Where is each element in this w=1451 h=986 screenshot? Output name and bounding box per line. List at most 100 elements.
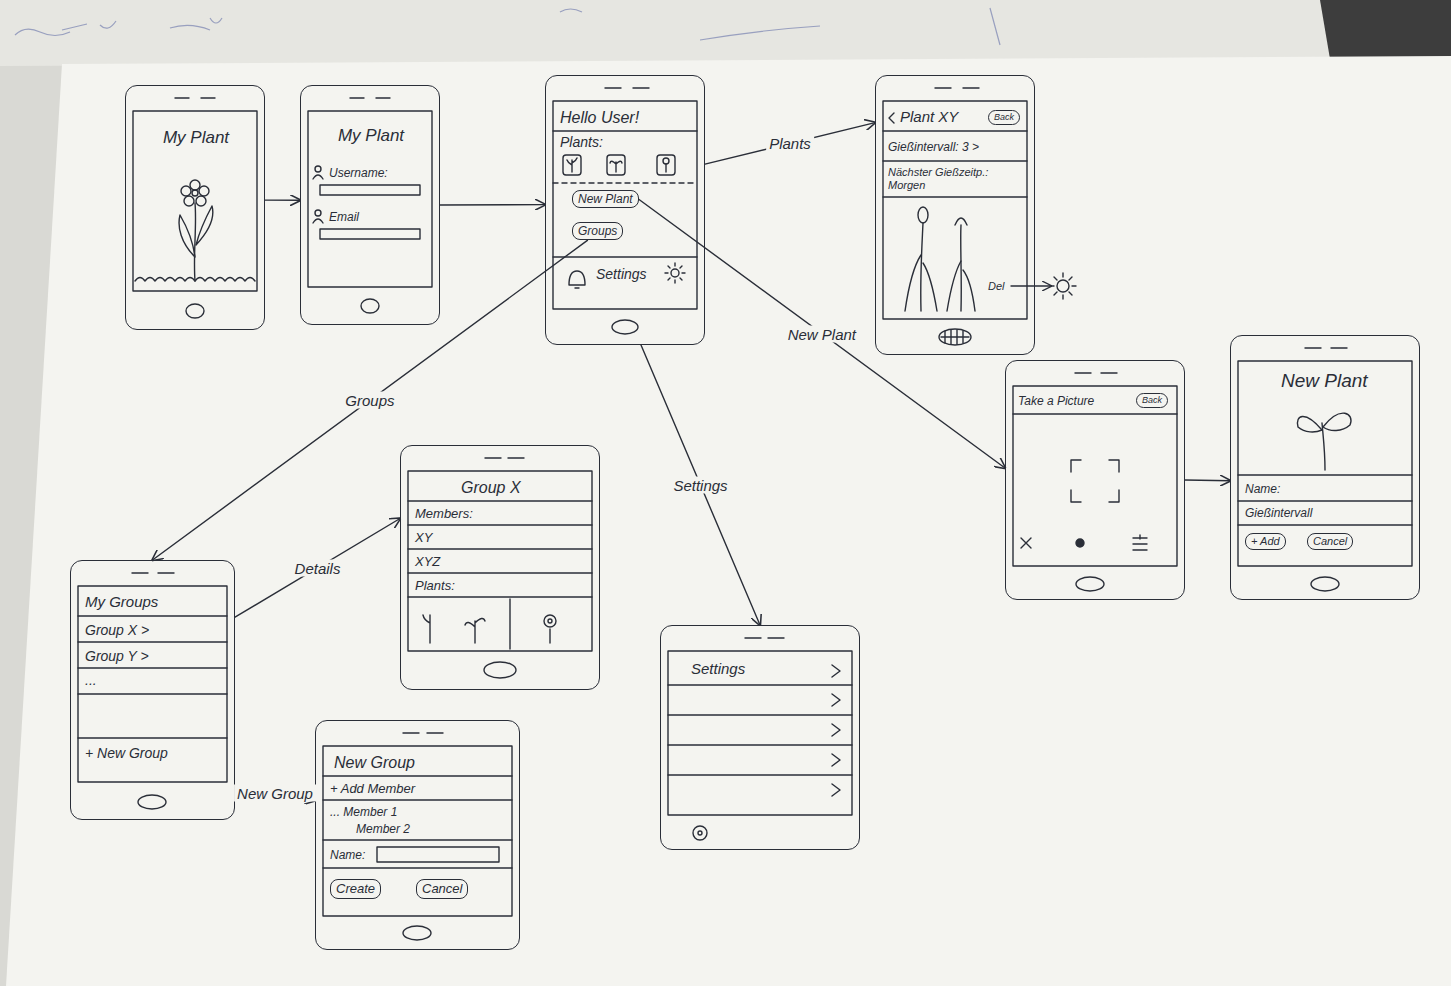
input-field [320,185,420,195]
phone-screen: Plant XYGießintervall: 3 >Nächster Gießz… [875,75,1035,355]
back-sheet [0,0,1451,66]
home-button [698,831,702,835]
button: + Add [1245,533,1286,550]
screen-text: Email [329,210,359,224]
edge-label: Plants [766,135,814,152]
edge-label: Settings [670,477,730,494]
button: Cancel [1307,533,1353,550]
speaker-slot [605,87,649,88]
screen-text: My Plant [126,128,266,148]
screen-text: Settings [691,660,745,678]
screen-text: + Add Member [330,781,415,797]
screen-text: Nächster Gießzeitp.: Morgen [888,166,1022,192]
speaker-slot [175,97,215,98]
flower-petal [181,186,191,196]
button-label: Cancel [422,881,462,897]
screen-frame [883,101,1027,319]
phone-screen: New Group+ Add Member... Member 1Member … [315,720,520,950]
screen-text: XY [415,530,432,546]
phone-screen: My GroupsGroup X >Group Y >...+ New Grou… [70,560,235,820]
home-button [403,926,431,940]
plant-leaves [905,255,975,311]
button: Back [988,110,1020,125]
home-button [941,330,969,344]
button: Cancel [416,879,468,899]
phone-screen: Hello User!Plants:SettingsNew PlantGroup… [545,75,705,345]
screen-text: + New Group [85,745,168,762]
input-field [320,229,420,239]
screen-frame [668,651,852,815]
screen-frame [1013,386,1177,566]
screen-text: Name: [1245,482,1280,496]
home-button [1311,577,1339,591]
screen-text: Gießintervall [1245,506,1312,520]
flower-stem [194,203,195,281]
screen-text: My Plant [301,126,441,146]
plant-bud [955,218,967,225]
flow-arrow [440,204,545,206]
viewfinder [1071,460,1119,502]
chevron [832,665,840,796]
shutter-button [1076,539,1084,547]
screen-text: XYZ [415,554,440,570]
screen-text: Gießintervall: 3 > [888,140,979,154]
row-divider [78,616,227,738]
home-button [138,795,166,809]
button-label: Groups [578,224,617,238]
back-arrow [889,113,894,123]
flow-arrow [641,345,760,625]
flow-arrow [705,123,875,165]
edge-label: Groups [342,392,397,409]
button: Create [330,879,381,899]
speaker-slot [745,637,784,638]
phone-screen: My Plant [125,85,265,330]
screen-frame [553,101,697,309]
delete-icon [1050,273,1076,299]
bell-icon [569,271,585,288]
row-divider [1238,475,1412,525]
phone-screen: New PlantName: Gießintervall + Add Cancel [1230,335,1420,600]
screen-frame [323,746,512,916]
button: Groups [572,222,623,240]
row-divider [883,131,1027,197]
screen-text: Username: [329,166,388,180]
gear-icon [671,269,679,277]
flower-leaves [179,206,213,257]
plant-stem [921,223,962,311]
row-divider [553,131,697,257]
new-plant-phone-art [1238,348,1412,591]
speaker-slot [403,732,443,733]
paper-sheet [6,56,1451,986]
screen-text: New Plant [1281,370,1368,393]
plant-icon [423,599,550,649]
button-label: New Plant [578,192,633,206]
screen-text: Del [988,280,1005,293]
screen-text: Group X > [85,622,149,639]
screen-text: ... Member 1 [330,805,397,819]
user-icon [313,219,323,223]
flower-petal [199,186,209,196]
phone-screen: Settings [660,625,860,850]
edge-label: New Group [234,785,316,802]
speaker-slot [1305,347,1347,348]
row-divider [408,501,592,597]
groups-phone-art [78,573,227,809]
camera-phone-art [1013,373,1177,591]
screen-frame [408,471,592,651]
edge-label: Details [292,559,344,576]
detail-phone-art [883,88,1076,345]
user-icon [315,210,321,216]
screen-frame [78,586,227,782]
speaker-slot [132,572,174,573]
button: New Plant [572,190,639,208]
screen-text: Group Y > [85,648,149,665]
button-label: Cancel [1313,535,1347,548]
new-group-phone-art [323,733,512,940]
flower-petal [184,196,194,206]
row-divider [1013,413,1177,414]
close-icon [1021,538,1031,548]
flower-petal [190,180,200,190]
desk-corner [1320,0,1451,59]
plant-icon [567,158,666,172]
